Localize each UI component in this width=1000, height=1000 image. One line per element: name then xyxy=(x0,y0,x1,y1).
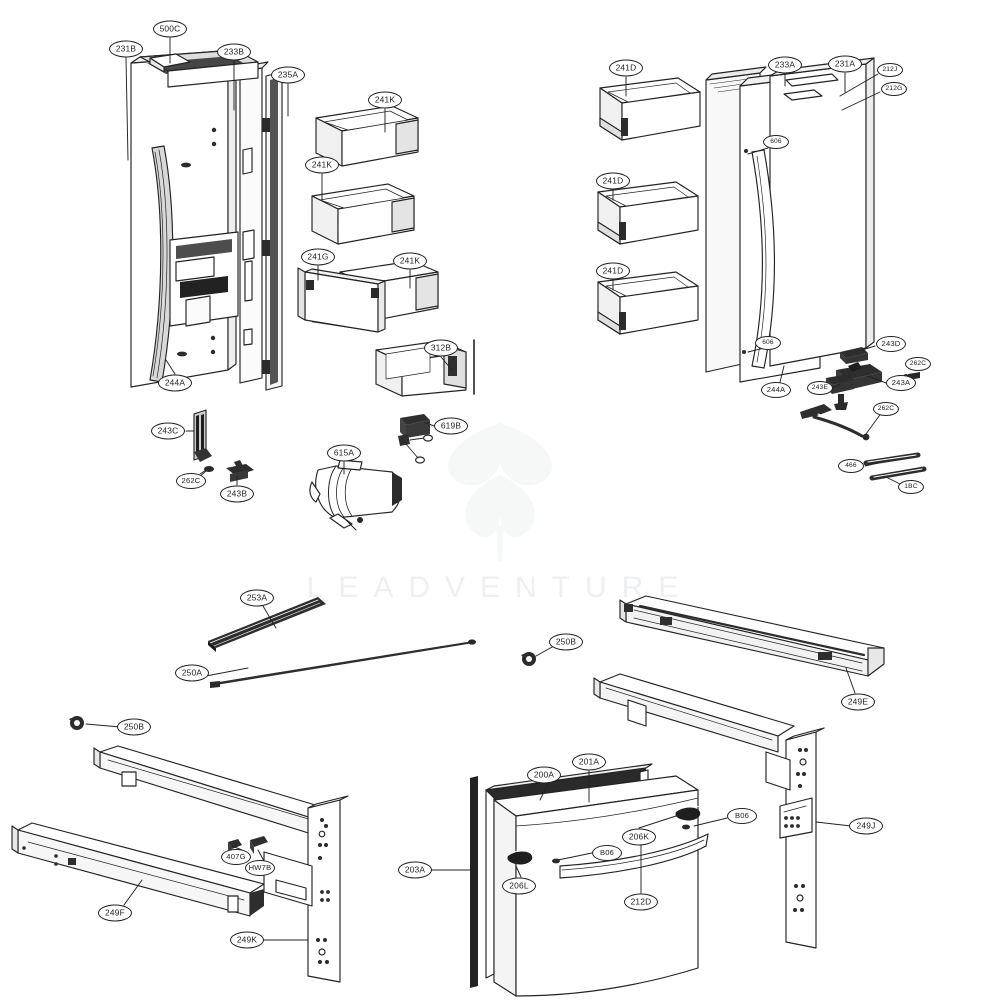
left-door-bins xyxy=(297,105,475,397)
callout-615a[interactable]: 615A xyxy=(327,444,361,462)
callout-212g[interactable]: 212G xyxy=(881,82,907,96)
callout-241k[interactable]: 241K xyxy=(368,91,402,109)
callout-500c[interactable]: 500C xyxy=(153,20,187,38)
callout-407g[interactable]: 407G xyxy=(221,849,251,865)
callout-249f[interactable]: 249F xyxy=(98,904,132,922)
callout-1bc[interactable]: 1BC xyxy=(898,480,924,494)
callout-206k[interactable]: 206K xyxy=(622,828,656,846)
rail-249E xyxy=(619,595,885,677)
callout-262c[interactable]: 262C xyxy=(176,473,206,489)
left-small-parts xyxy=(193,409,433,531)
right-door-panel xyxy=(705,57,875,383)
callout-250b[interactable]: 250B xyxy=(549,633,583,651)
callout-250a[interactable]: 250A xyxy=(175,664,209,682)
callout-243e[interactable]: 243E xyxy=(807,381,833,395)
callout-244a[interactable]: 244A xyxy=(761,382,791,398)
drawer-rails-top xyxy=(69,597,536,730)
callout-233b[interactable]: 233B xyxy=(217,43,251,61)
callout-241d[interactable]: 241D xyxy=(596,262,630,280)
right-hinge-hardware xyxy=(800,347,927,481)
drawer-panel xyxy=(470,763,709,997)
callout-233a[interactable]: 233A xyxy=(768,56,802,74)
callout-231b[interactable]: 231B xyxy=(109,40,143,58)
callout-203a[interactable]: 203A xyxy=(398,861,432,879)
callout-243d[interactable]: 243D xyxy=(876,336,906,352)
callout-249k[interactable]: 249K xyxy=(230,931,264,949)
callout-606[interactable]: 606 xyxy=(755,336,781,350)
callout-249j[interactable]: 249J xyxy=(849,817,883,835)
callout-b06[interactable]: B06 xyxy=(727,808,757,824)
callout-231a[interactable]: 231A xyxy=(828,55,862,73)
callout-312b[interactable]: 312B xyxy=(424,339,458,357)
callout-243c[interactable]: 243C xyxy=(151,422,185,440)
callout-241d[interactable]: 241D xyxy=(596,172,630,190)
callout-241k[interactable]: 241K xyxy=(393,252,427,270)
callout-606[interactable]: 606 xyxy=(763,135,789,149)
callout-241k[interactable]: 241K xyxy=(305,156,339,174)
callout-hw7b[interactable]: HW7B xyxy=(245,860,275,876)
callout-241d[interactable]: 241D xyxy=(609,59,643,77)
callout-244a[interactable]: 244A xyxy=(158,374,192,392)
callout-212d[interactable]: 212D xyxy=(624,893,658,911)
callout-262c[interactable]: 262C xyxy=(905,357,931,371)
callout-212j[interactable]: 212J xyxy=(877,63,903,77)
left-door-panel xyxy=(130,49,283,391)
callout-200a[interactable]: 200A xyxy=(527,766,561,784)
bracket-249K xyxy=(11,745,349,983)
callout-250b[interactable]: 250B xyxy=(117,718,151,736)
callout-206l[interactable]: 206L xyxy=(502,877,536,895)
right-door-bins xyxy=(597,77,701,335)
callout-249e[interactable]: 249E xyxy=(841,693,875,711)
callout-253a[interactable]: 253A xyxy=(240,589,274,607)
callout-235a[interactable]: 235A xyxy=(271,66,305,84)
callout-b06[interactable]: B06 xyxy=(592,845,622,861)
callout-619b[interactable]: 619B xyxy=(434,417,468,435)
callout-243b[interactable]: 243B xyxy=(220,485,254,503)
bracket-249J xyxy=(593,673,825,949)
callout-201a[interactable]: 201A xyxy=(572,753,606,771)
callout-262c[interactable]: 262C xyxy=(873,402,899,416)
callout-466[interactable]: 466 xyxy=(838,459,864,473)
callout-241g[interactable]: 241G xyxy=(301,248,335,266)
callout-243a[interactable]: 243A xyxy=(886,375,916,391)
